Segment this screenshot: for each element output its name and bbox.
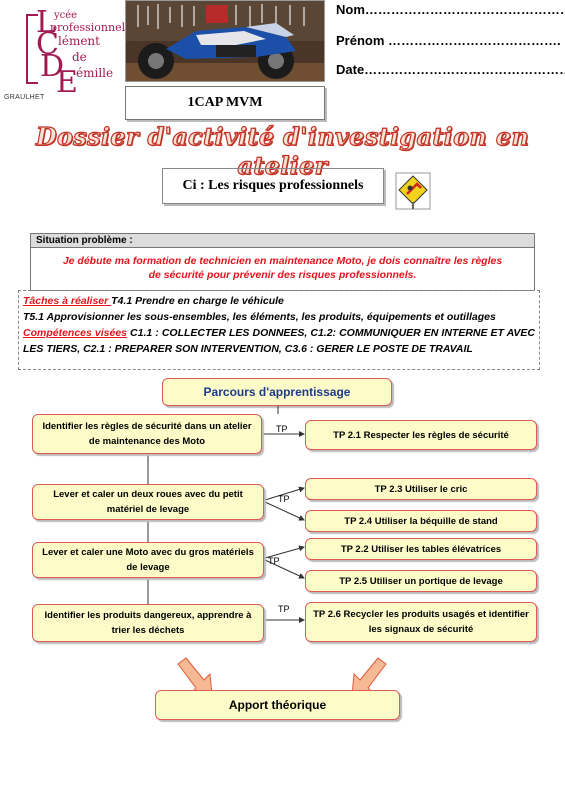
- situation-header: Situation problème :: [31, 234, 534, 248]
- flow-right-node-tp21-label: TP 2.1 Respecter les règles de sécurité: [333, 429, 509, 441]
- main-title: Dossier d'activité d'investigation en at…: [35, 121, 530, 180]
- flow-right-node-tp24: TP 2.4 Utiliser la béquille de stand: [305, 510, 537, 532]
- prenom-field[interactable]: Prénom ………………………………….: [336, 33, 561, 48]
- logo-text-de: de: [72, 50, 87, 64]
- tp-label-2: TP: [278, 494, 290, 504]
- flow-header-label: Parcours d'apprentissage: [203, 384, 351, 399]
- logo-letter-c: C: [36, 27, 59, 62]
- flow-right-node-tp23: TP 2.3 Utiliser le cric: [305, 478, 537, 500]
- nom-field[interactable]: Nom………………………………………….: [336, 2, 565, 17]
- competences-line: Compétences visées C1.1 : COLLECTER LES …: [23, 325, 535, 357]
- flow-left-node-1-label: Identifier les règles de sécurité dans u…: [42, 421, 252, 447]
- logo-bracket: [26, 14, 38, 84]
- flow-right-node-tp21: TP 2.1 Respecter les règles de sécurité: [305, 420, 537, 450]
- flow-right-node-tp25: TP 2.5 Utiliser un portique de levage: [305, 570, 537, 592]
- flow-right-node-tp26-label: TP 2.6 Recycler les produits usagés et i…: [313, 609, 529, 635]
- class-label-box: 1CAP MVM: [125, 86, 325, 120]
- flow-right-node-tp24-label: TP 2.4 Utiliser la béquille de stand: [344, 515, 498, 527]
- ci-label: Ci : Les risques professionnels: [182, 178, 364, 193]
- flow-right-node-tp22: TP 2.2 Utiliser les tables élévatrices: [305, 538, 537, 560]
- left-down-arrow-icon: [177, 657, 213, 697]
- flow-left-node-3-label: Lever et caler une Moto avec du gros mat…: [42, 547, 254, 573]
- competences-text: C1.1 : COLLECTER LES DONNEES, C1.2: COMM…: [23, 327, 536, 355]
- tp-label-1: TP: [276, 424, 288, 434]
- tp-label-4: TP: [278, 604, 290, 614]
- taches-label: Tâches à réaliser: [23, 295, 112, 307]
- flow-left-node-4-label: Identifier les produits dangereux, appre…: [44, 610, 252, 636]
- taches-line: Tâches à réaliser T4.1 Prendre en charge…: [23, 293, 535, 309]
- class-label: 1CAP MVM: [187, 95, 263, 110]
- logo-text-ycee: ycée: [54, 10, 78, 21]
- flow-right-node-tp26: TP 2.6 Recycler les produits usagés et i…: [305, 602, 537, 642]
- taches-text: T4.1 Prendre en charge le véhicule: [111, 295, 284, 307]
- tasks-box: Tâches à réaliser T4.1 Prendre en charge…: [18, 290, 540, 370]
- situation-probleme-box: Situation problème : Je débute ma format…: [30, 233, 535, 291]
- logo-text-clement: lément: [58, 34, 100, 48]
- logo-text-emille: émille: [76, 66, 114, 80]
- date-field[interactable]: Date………………………………………….: [336, 62, 565, 77]
- right-down-arrow-icon: [351, 657, 387, 697]
- flow-left-node-2: Lever et caler un deux roues avec du pet…: [32, 484, 264, 520]
- motorcycle-photo: [125, 0, 325, 82]
- flow-left-node-3: Lever et caler une Moto avec du gros mat…: [32, 542, 264, 578]
- competences-label: Compétences visées: [23, 327, 128, 339]
- flow-left-node-4: Identifier les produits dangereux, appre…: [32, 604, 264, 642]
- logo-city: GRAULHET: [4, 94, 45, 101]
- flow-right-node-tp22-label: TP 2.2 Utiliser les tables élévatrices: [340, 543, 502, 555]
- logo-letter-d: D: [40, 49, 65, 84]
- ci-box: Ci : Les risques professionnels: [162, 168, 384, 204]
- logo-letter-e: E: [56, 65, 78, 100]
- flow-right-node-tp23-label: TP 2.3 Utiliser le cric: [374, 483, 468, 495]
- flow-header: Parcours d'apprentissage: [162, 378, 392, 406]
- flow-left-node-1: Identifier les règles de sécurité dans u…: [32, 414, 262, 454]
- tp-label-3: TP: [268, 556, 280, 566]
- warning-sign-icon: [395, 172, 431, 210]
- flow-footer: Apport théorique: [155, 690, 400, 720]
- logo-letter-l: L: [36, 5, 56, 40]
- flow-left-node-2-label: Lever et caler un deux roues avec du pet…: [53, 489, 243, 515]
- logo-text-professionnel: professionnel: [50, 21, 126, 34]
- flow-right-node-tp25-label: TP 2.5 Utiliser un portique de levage: [339, 575, 503, 587]
- t51-line: T5.1 Approvisionner les sous-ensembles, …: [23, 311, 496, 323]
- flow-footer-label: Apport théorique: [228, 697, 327, 712]
- school-logo: L ycée professionnel C lément D de E émi…: [4, 5, 126, 106]
- situation-text: Je débute ma formation de technicien en …: [62, 255, 503, 281]
